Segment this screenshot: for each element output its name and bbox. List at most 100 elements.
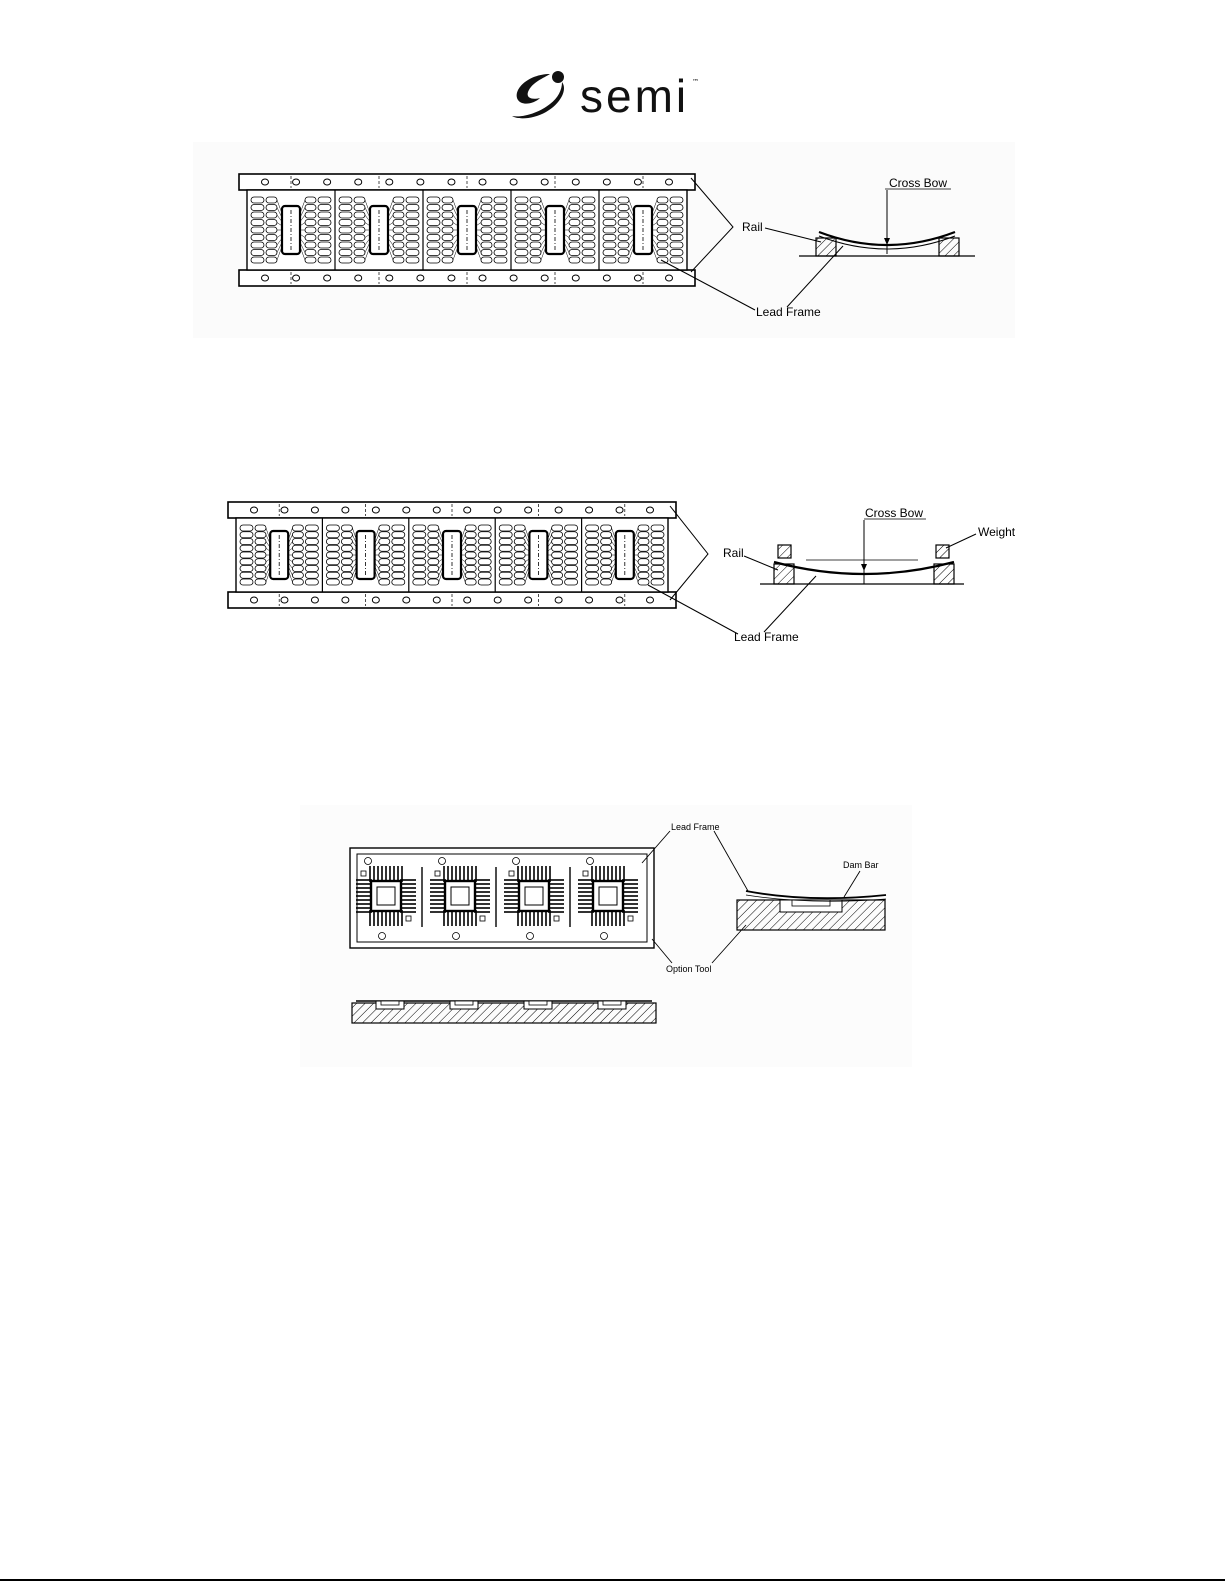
lead-tab <box>266 205 277 211</box>
lead-tab <box>603 220 616 226</box>
lead-tab <box>481 250 492 256</box>
lead-tab <box>514 552 525 558</box>
lead-tab <box>586 559 599 565</box>
rail-hole <box>386 179 393 185</box>
lead-tab <box>618 205 629 211</box>
rail-hole <box>666 275 673 281</box>
lead-tab <box>601 572 612 578</box>
rail-hole <box>342 507 349 513</box>
lead-tab <box>413 539 426 545</box>
lead-tab <box>442 212 453 218</box>
lead-tab <box>354 242 365 248</box>
lead-tab <box>618 227 629 233</box>
lead-tab <box>339 220 352 226</box>
lead-tab <box>318 220 331 226</box>
rail-hole <box>372 507 379 513</box>
lead-tab <box>499 559 512 565</box>
lead-tab <box>494 205 507 211</box>
lead-tab <box>514 572 525 578</box>
lead-tab <box>413 572 426 578</box>
logo-trademark: ™ <box>692 78 699 86</box>
lead-tab <box>406 227 419 233</box>
lead-tab <box>318 205 331 211</box>
rail-hole <box>616 507 623 513</box>
lead-tab <box>341 532 352 538</box>
rail-hole <box>541 275 548 281</box>
lead-tab <box>354 205 365 211</box>
lead-tab <box>569 212 580 218</box>
lead-tab <box>670 212 683 218</box>
rail-hole <box>464 507 471 513</box>
lead-tab <box>339 197 352 203</box>
lead-tab <box>341 552 352 558</box>
lead-tab <box>326 559 339 565</box>
lead-tab <box>530 227 541 233</box>
lead-tab <box>465 552 476 558</box>
lead-tab <box>569 227 580 233</box>
rail-hole <box>572 179 579 185</box>
lead-tab <box>339 250 352 256</box>
lead-tab <box>326 539 339 545</box>
lead-tab <box>515 257 528 263</box>
lead-tab <box>603 242 616 248</box>
lead-tab <box>465 566 476 572</box>
lead-tab <box>515 227 528 233</box>
lead-tab <box>552 525 563 531</box>
lead-tab <box>601 525 612 531</box>
lead-tab <box>326 572 339 578</box>
lead-tab <box>582 242 595 248</box>
lead-tab <box>582 227 595 233</box>
tooling-hole <box>513 858 520 865</box>
lead-tab <box>603 197 616 203</box>
tooling-hole <box>439 858 446 865</box>
lead-tab <box>601 552 612 558</box>
lead-tab <box>552 559 563 565</box>
lead-tab <box>428 552 439 558</box>
lead-tab <box>465 532 476 538</box>
lead-tab <box>601 532 612 538</box>
tooling-hole <box>453 933 460 940</box>
lead-tab <box>514 532 525 538</box>
lead-tab <box>601 566 612 572</box>
lead-frame-label: Lead Frame <box>734 630 799 644</box>
lead-tab <box>427 197 440 203</box>
lead-tab <box>413 559 426 565</box>
lead-tab <box>651 566 664 572</box>
lead-tab <box>393 227 404 233</box>
rail-hole <box>616 597 623 603</box>
qfp-die <box>377 887 395 905</box>
rail-hole <box>324 275 331 281</box>
lead-tab <box>292 539 303 545</box>
semi-logo: semi ™ <box>510 68 720 124</box>
rail-hole <box>293 275 300 281</box>
lead-tab <box>427 242 440 248</box>
lead-tab <box>618 212 629 218</box>
lead-tab <box>481 197 492 203</box>
lead-tab <box>341 566 352 572</box>
lead-tab <box>670 250 683 256</box>
lead-tab <box>565 566 578 572</box>
lead-tab <box>586 572 599 578</box>
lead-tab <box>326 525 339 531</box>
lead-tab <box>240 532 253 538</box>
lead-tab <box>392 552 405 558</box>
lead-tab <box>354 227 365 233</box>
lead-tab <box>255 525 266 531</box>
corner-tab <box>435 871 440 876</box>
lead-tab <box>251 220 264 226</box>
rail-hole <box>555 597 562 603</box>
lead-tab <box>305 242 316 248</box>
lead-tab <box>406 242 419 248</box>
lead-tab <box>494 197 507 203</box>
lead-tab <box>354 197 365 203</box>
lead-tab <box>292 566 303 572</box>
lead-tab <box>582 250 595 256</box>
lead-tab <box>499 572 512 578</box>
lead-tab <box>442 197 453 203</box>
lead-tab <box>292 552 303 558</box>
lead-tab <box>354 212 365 218</box>
lead-tab <box>392 572 405 578</box>
corner-tab <box>583 871 588 876</box>
lead-tab <box>651 552 664 558</box>
lead-tab <box>305 250 316 256</box>
